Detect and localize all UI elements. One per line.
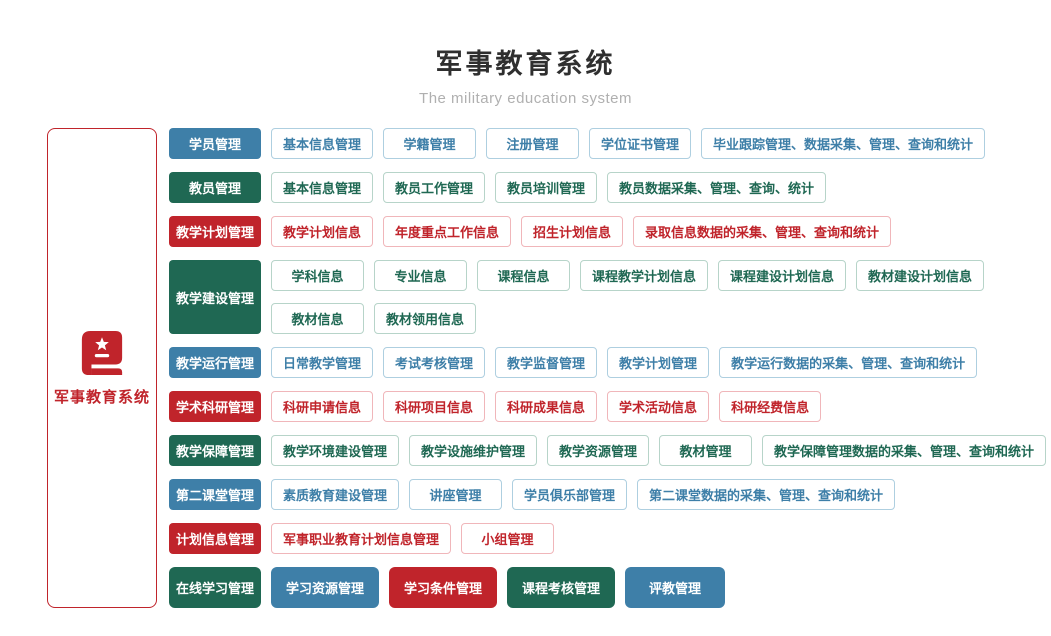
module-items: 学习资源管理学习条件管理课程考核管理评教管理 <box>271 567 726 608</box>
module-item-line: 学科信息专业信息课程信息课程教学计划信息课程建设计划信息教材建设计划信息 <box>271 260 985 291</box>
module-button[interactable]: 年度重点工作信息 <box>383 216 512 247</box>
module-button[interactable]: 教学保障管理数据的采集、管理、查询和统计 <box>762 435 1047 466</box>
module-item-line: 教材信息教材领用信息 <box>271 303 984 334</box>
module-button[interactable]: 录取信息数据的采集、管理、查询和统计 <box>633 216 892 247</box>
module-item-line: 学习资源管理学习条件管理课程考核管理评教管理 <box>271 567 726 608</box>
category-button[interactable]: 教学计划管理 <box>169 216 261 247</box>
module-button[interactable]: 第二课堂数据的采集、管理、查询和统计 <box>637 479 896 510</box>
category-button[interactable]: 教学运行管理 <box>169 347 261 378</box>
module-row: 计划信息管理军事职业教育计划信息管理小组管理 <box>169 523 1051 554</box>
module-button[interactable]: 科研申请信息 <box>271 391 374 422</box>
category-button[interactable]: 教学建设管理 <box>169 260 261 334</box>
module-button[interactable]: 教员培训管理 <box>495 172 598 203</box>
module-button[interactable]: 教学计划管理 <box>607 347 710 378</box>
module-button[interactable]: 科研项目信息 <box>383 391 486 422</box>
module-item-line: 日常教学管理考试考核管理教学监督管理教学计划管理教学运行数据的采集、管理、查询和… <box>271 347 978 378</box>
module-button[interactable]: 考试考核管理 <box>383 347 486 378</box>
module-button[interactable]: 招生计划信息 <box>521 216 624 247</box>
module-button[interactable]: 教学环境建设管理 <box>271 435 400 466</box>
module-item-line: 教学计划信息年度重点工作信息招生计划信息录取信息数据的采集、管理、查询和统计 <box>271 216 892 247</box>
module-button[interactable]: 科研成果信息 <box>495 391 598 422</box>
module-button[interactable]: 学籍管理 <box>383 128 477 159</box>
category-button[interactable]: 教员管理 <box>169 172 261 203</box>
module-button[interactable]: 学习条件管理 <box>389 567 498 608</box>
category-button[interactable]: 学员管理 <box>169 128 261 159</box>
system-panel-label: 军事教育系统 <box>53 388 150 406</box>
module-button[interactable]: 科研经费信息 <box>719 391 822 422</box>
red-book-icon <box>81 330 123 375</box>
module-row: 教学建设管理学科信息专业信息课程信息课程教学计划信息课程建设计划信息教材建设计划… <box>169 260 1051 334</box>
category-button[interactable]: 第二课堂管理 <box>169 479 261 510</box>
module-row: 教学保障管理教学环境建设管理教学设施维护管理教学资源管理教材管理教学保障管理数据… <box>169 435 1051 466</box>
module-button[interactable]: 教员工作管理 <box>383 172 486 203</box>
module-button[interactable]: 军事职业教育计划信息管理 <box>271 523 452 554</box>
module-item-line: 基本信息管理学籍管理注册管理学位证书管理毕业跟踪管理、数据采集、管理、查询和统计 <box>271 128 986 159</box>
module-button[interactable]: 教学资源管理 <box>547 435 650 466</box>
module-button[interactable]: 课程考核管理 <box>507 567 616 608</box>
page-subtitle: The military education system <box>419 90 632 107</box>
page-header: 军事教育系统 The military education system <box>0 42 1051 107</box>
module-row: 教员管理基本信息管理教员工作管理教员培训管理教员数据采集、管理、查询、统计 <box>169 172 1051 203</box>
page-title: 军事教育系统 <box>435 49 616 79</box>
module-row: 学术科研管理科研申请信息科研项目信息科研成果信息学术活动信息科研经费信息 <box>169 391 1051 422</box>
module-button[interactable]: 小组管理 <box>461 523 555 554</box>
module-button[interactable]: 课程教学计划信息 <box>580 260 709 291</box>
module-button[interactable]: 教学监督管理 <box>495 347 598 378</box>
module-button[interactable]: 学科信息 <box>271 260 364 291</box>
module-row: 学员管理基本信息管理学籍管理注册管理学位证书管理毕业跟踪管理、数据采集、管理、查… <box>169 128 1051 159</box>
module-button[interactable]: 教学设施维护管理 <box>409 435 538 466</box>
category-button[interactable]: 在线学习管理 <box>169 567 261 608</box>
module-button[interactable]: 学员俱乐部管理 <box>512 479 628 510</box>
module-button[interactable]: 教学运行数据的采集、管理、查询和统计 <box>719 347 978 378</box>
module-rows: 学员管理基本信息管理学籍管理注册管理学位证书管理毕业跟踪管理、数据采集、管理、查… <box>169 128 1051 608</box>
module-button[interactable]: 学术活动信息 <box>607 391 710 422</box>
module-button[interactable]: 讲座管理 <box>409 479 503 510</box>
module-items: 日常教学管理考试考核管理教学监督管理教学计划管理教学运行数据的采集、管理、查询和… <box>271 347 978 378</box>
module-button[interactable]: 基本信息管理 <box>271 172 374 203</box>
module-button[interactable]: 课程建设计划信息 <box>718 260 847 291</box>
module-items: 军事职业教育计划信息管理小组管理 <box>271 523 555 554</box>
module-item-line: 素质教育建设管理讲座管理学员俱乐部管理第二课堂数据的采集、管理、查询和统计 <box>271 479 896 510</box>
module-button[interactable]: 学习资源管理 <box>271 567 380 608</box>
system-panel: 军事教育系统 <box>47 128 157 608</box>
module-items: 学科信息专业信息课程信息课程教学计划信息课程建设计划信息教材建设计划信息教材信息… <box>271 260 985 334</box>
module-button[interactable]: 课程信息 <box>477 260 570 291</box>
module-row: 教学计划管理教学计划信息年度重点工作信息招生计划信息录取信息数据的采集、管理、查… <box>169 216 1051 247</box>
module-item-line: 科研申请信息科研项目信息科研成果信息学术活动信息科研经费信息 <box>271 391 822 422</box>
module-row: 在线学习管理学习资源管理学习条件管理课程考核管理评教管理 <box>169 567 1051 608</box>
module-items: 素质教育建设管理讲座管理学员俱乐部管理第二课堂数据的采集、管理、查询和统计 <box>271 479 896 510</box>
module-button[interactable]: 教材管理 <box>659 435 753 466</box>
module-items: 基本信息管理教员工作管理教员培训管理教员数据采集、管理、查询、统计 <box>271 172 827 203</box>
main-layout: 军事教育系统 学员管理基本信息管理学籍管理注册管理学位证书管理毕业跟踪管理、数据… <box>47 128 1051 608</box>
module-item-line: 教学环境建设管理教学设施维护管理教学资源管理教材管理教学保障管理数据的采集、管理… <box>271 435 1047 466</box>
module-items: 基本信息管理学籍管理注册管理学位证书管理毕业跟踪管理、数据采集、管理、查询和统计 <box>271 128 986 159</box>
module-items: 科研申请信息科研项目信息科研成果信息学术活动信息科研经费信息 <box>271 391 822 422</box>
module-item-line: 基本信息管理教员工作管理教员培训管理教员数据采集、管理、查询、统计 <box>271 172 827 203</box>
module-button[interactable]: 教学计划信息 <box>271 216 374 247</box>
module-button[interactable]: 教材信息 <box>271 303 364 334</box>
module-button[interactable]: 毕业跟踪管理、数据采集、管理、查询和统计 <box>701 128 986 159</box>
module-button[interactable]: 教材领用信息 <box>374 303 477 334</box>
module-items: 教学环境建设管理教学设施维护管理教学资源管理教材管理教学保障管理数据的采集、管理… <box>271 435 1047 466</box>
category-button[interactable]: 计划信息管理 <box>169 523 261 554</box>
module-button[interactable]: 注册管理 <box>486 128 580 159</box>
module-button[interactable]: 专业信息 <box>374 260 467 291</box>
module-items: 教学计划信息年度重点工作信息招生计划信息录取信息数据的采集、管理、查询和统计 <box>271 216 892 247</box>
module-item-line: 军事职业教育计划信息管理小组管理 <box>271 523 555 554</box>
module-button[interactable]: 基本信息管理 <box>271 128 374 159</box>
category-button[interactable]: 教学保障管理 <box>169 435 261 466</box>
module-row: 教学运行管理日常教学管理考试考核管理教学监督管理教学计划管理教学运行数据的采集、… <box>169 347 1051 378</box>
category-button[interactable]: 学术科研管理 <box>169 391 261 422</box>
module-row: 第二课堂管理素质教育建设管理讲座管理学员俱乐部管理第二课堂数据的采集、管理、查询… <box>169 479 1051 510</box>
module-button[interactable]: 学位证书管理 <box>589 128 692 159</box>
module-button[interactable]: 教材建设计划信息 <box>856 260 985 291</box>
module-button[interactable]: 评教管理 <box>625 567 726 608</box>
module-button[interactable]: 素质教育建设管理 <box>271 479 400 510</box>
module-button[interactable]: 日常教学管理 <box>271 347 374 378</box>
module-button[interactable]: 教员数据采集、管理、查询、统计 <box>607 172 827 203</box>
